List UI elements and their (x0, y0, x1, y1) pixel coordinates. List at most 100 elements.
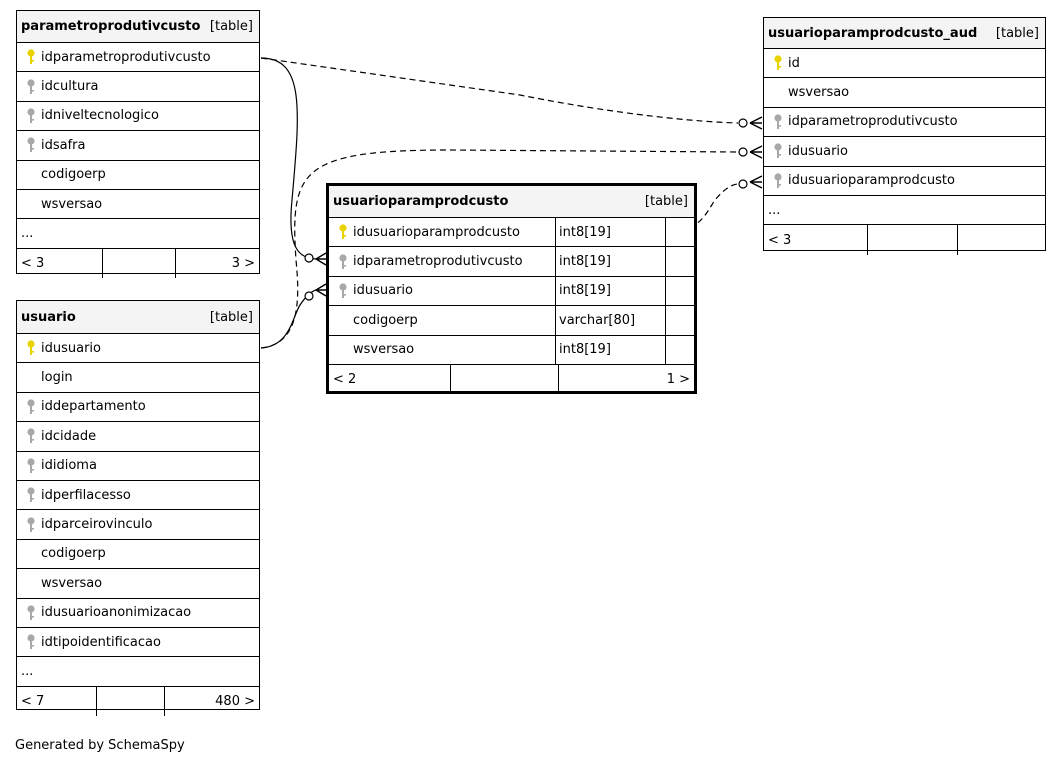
column-row[interactable]: id (764, 49, 1045, 79)
more-columns-row: ... (17, 657, 259, 687)
table-footer: < 3 (764, 225, 1045, 255)
column-row[interactable]: wsversao (17, 190, 259, 220)
footer-middle (97, 687, 164, 716)
column-row[interactable]: idparametroprodutivcusto (764, 108, 1045, 138)
column-name-cell: wsversao (329, 336, 555, 364)
optional-marker (738, 179, 748, 189)
column-row[interactable]: login (17, 363, 259, 393)
table-parametroprodutivcusto[interactable]: parametroprodutivcusto [table] idparamet… (16, 10, 260, 279)
foreign-key-icon (21, 604, 41, 622)
column-name-cell: login (17, 363, 259, 391)
blank-key-slot (333, 341, 353, 359)
foreign-key-icon (333, 282, 353, 300)
column-row[interactable]: idparceirovinculo (17, 510, 259, 540)
column-row[interactable]: idperfilacesso (17, 481, 259, 511)
parents-count[interactable]: < 3 (764, 225, 868, 255)
column-name-cell: codigoerp (17, 161, 259, 189)
column-name: idusuarioanonimizacao (41, 605, 192, 621)
column-row[interactable]: idsafra (17, 131, 259, 161)
column-name-cell: wsversao (764, 78, 1045, 106)
blank-key-slot (333, 311, 353, 329)
table-footer: < 3 3 > (17, 248, 259, 279)
column-spacer (665, 335, 694, 364)
column-name-cell: idparametroprodutivcusto (764, 108, 1045, 136)
table-footer: < 2 1 > (329, 364, 694, 395)
parents-count[interactable]: < 7 (17, 686, 97, 717)
column-row[interactable]: ididioma (17, 452, 259, 481)
parents-count[interactable]: < 2 (329, 364, 451, 395)
foreign-key-icon (768, 113, 788, 131)
column-row[interactable]: idtipoidentificacao (17, 628, 259, 658)
table-footer: < 7 480 > (17, 686, 259, 717)
optional-marker (304, 291, 314, 301)
more-columns-ellipsis: ... (768, 202, 781, 218)
column-type: int8[19] (555, 276, 665, 306)
column-row[interactable]: idusuario (17, 334, 259, 364)
column-row[interactable]: idusuarioparamprodcusto (764, 167, 1045, 196)
column-spacer (665, 306, 694, 335)
more-columns-ellipsis: ... (21, 663, 34, 679)
column-name-cell: idniveltecnologico (17, 102, 259, 130)
children-count[interactable]: 480 > (164, 686, 259, 717)
foreign-key-icon (768, 172, 788, 190)
optional-marker (738, 147, 748, 157)
column-row[interactable]: idparametroprodutivcusto int8[19] (329, 247, 694, 277)
primary-key-icon (21, 339, 41, 357)
column-name-cell: idusuario (764, 137, 1045, 165)
table-usuarioparamprodcusto[interactable]: usuarioparamprodcusto [table] idusuariop… (326, 183, 697, 395)
column-name-cell: wsversao (17, 569, 259, 597)
column-name-cell: idusuarioparamprodcusto (329, 218, 555, 246)
children-count[interactable]: 3 > (175, 248, 259, 279)
foreign-key-icon (21, 136, 41, 154)
generated-by-credit: Generated by SchemaSpy (15, 738, 185, 753)
blank-key-slot (21, 574, 41, 592)
column-row[interactable]: wsversao (764, 78, 1045, 108)
column-name: idparametroprodutivcusto (353, 254, 523, 270)
table-header: usuarioparamprodcusto_aud [table] (764, 18, 1045, 49)
footer-middle (451, 365, 558, 394)
column-row[interactable]: wsversao (17, 569, 259, 599)
more-columns-row: ... (17, 219, 259, 249)
blank-key-slot (21, 195, 41, 213)
foreign-key-icon (768, 142, 788, 160)
column-name: codigoerp (353, 312, 418, 328)
column-row[interactable]: idparametroprodutivcusto (17, 43, 259, 73)
children-count[interactable] (958, 225, 1045, 254)
blank-key-slot (21, 166, 41, 184)
column-name-cell: idperfilacesso (17, 481, 259, 509)
column-name: iddepartamento (41, 399, 146, 415)
column-row[interactable]: idusuarioanonimizacao (17, 599, 259, 628)
parents-count[interactable]: < 3 (17, 248, 103, 279)
column-name: idparametroprodutivcusto (41, 49, 211, 65)
column-name: idperfilacesso (41, 487, 131, 503)
column-name: codigoerp (41, 546, 106, 562)
column-type: int8[19] (555, 335, 665, 364)
children-count[interactable]: 1 > (558, 364, 694, 395)
column-row[interactable]: iddepartamento (17, 393, 259, 423)
table-tag: [table] (995, 25, 1039, 41)
column-type: int8[19] (555, 247, 665, 276)
foreign-key-icon (21, 486, 41, 504)
column-row[interactable]: idusuario (764, 137, 1045, 167)
column-name: idcultura (41, 79, 99, 95)
column-row[interactable]: idcidade (17, 422, 259, 452)
column-name-cell: idtipoidentificacao (17, 628, 259, 656)
footer-middle (103, 249, 175, 278)
column-spacer (665, 247, 694, 276)
primary-key-icon (21, 48, 41, 66)
column-row[interactable]: idniveltecnologico (17, 102, 259, 132)
table-tag: [table] (209, 309, 253, 325)
table-title: usuarioparamprodcusto (333, 194, 509, 209)
foreign-key-icon (21, 78, 41, 96)
table-header: parametroprodutivcusto [table] (17, 11, 259, 43)
column-row[interactable]: codigoerp (17, 161, 259, 190)
column-row[interactable]: codigoerp (17, 540, 259, 570)
table-header: usuarioparamprodcusto [table] (329, 186, 694, 218)
column-row[interactable]: idcultura (17, 72, 259, 102)
